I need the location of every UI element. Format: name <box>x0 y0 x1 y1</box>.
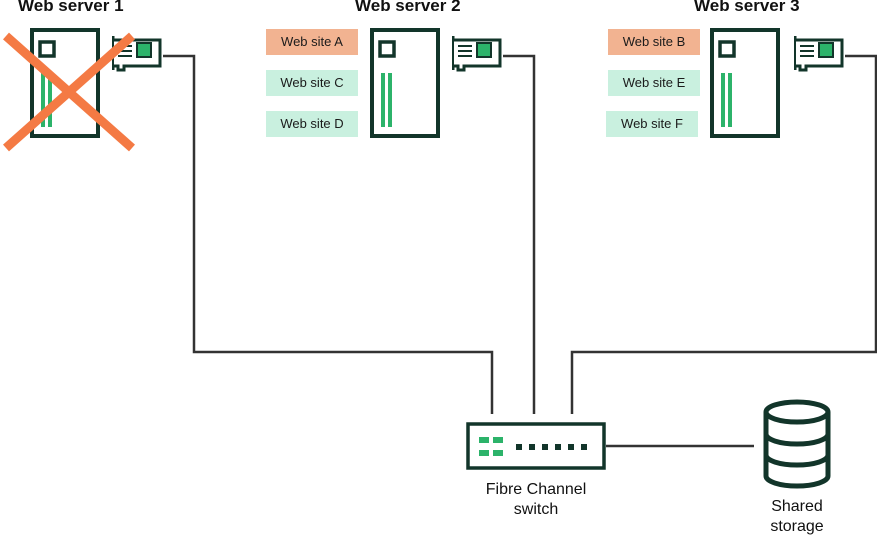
failure-x-icon <box>3 32 135 152</box>
site-e: Web site E <box>608 70 700 96</box>
site-d: Web site D <box>266 111 358 137</box>
site-f: Web site F <box>606 111 698 137</box>
link-server3-switch <box>570 54 877 414</box>
site-a: Web site A <box>266 29 358 55</box>
switch-label-line2: switch <box>513 501 559 518</box>
storage-label: Shared storage <box>737 497 857 537</box>
server-icon <box>710 28 780 138</box>
switch-icon <box>466 422 606 470</box>
link-server1-switch <box>163 54 494 414</box>
nic-card-icon <box>794 36 844 72</box>
storage-label-line1: Shared <box>771 498 823 515</box>
switch-label: Fibre Channel switch <box>456 480 616 520</box>
site-b: Web site B <box>608 29 700 55</box>
server-1-title: Web server 1 <box>18 0 124 15</box>
server-2-title: Web server 2 <box>355 0 461 15</box>
link-server2-switch <box>503 54 536 414</box>
server-3-title: Web server 3 <box>694 0 800 15</box>
storage-label-line2: storage <box>770 518 824 535</box>
database-icon <box>763 399 831 489</box>
server-icon <box>370 28 440 138</box>
site-c: Web site C <box>266 70 358 96</box>
switch-label-line1: Fibre Channel <box>485 481 587 498</box>
nic-card-icon <box>452 36 502 72</box>
